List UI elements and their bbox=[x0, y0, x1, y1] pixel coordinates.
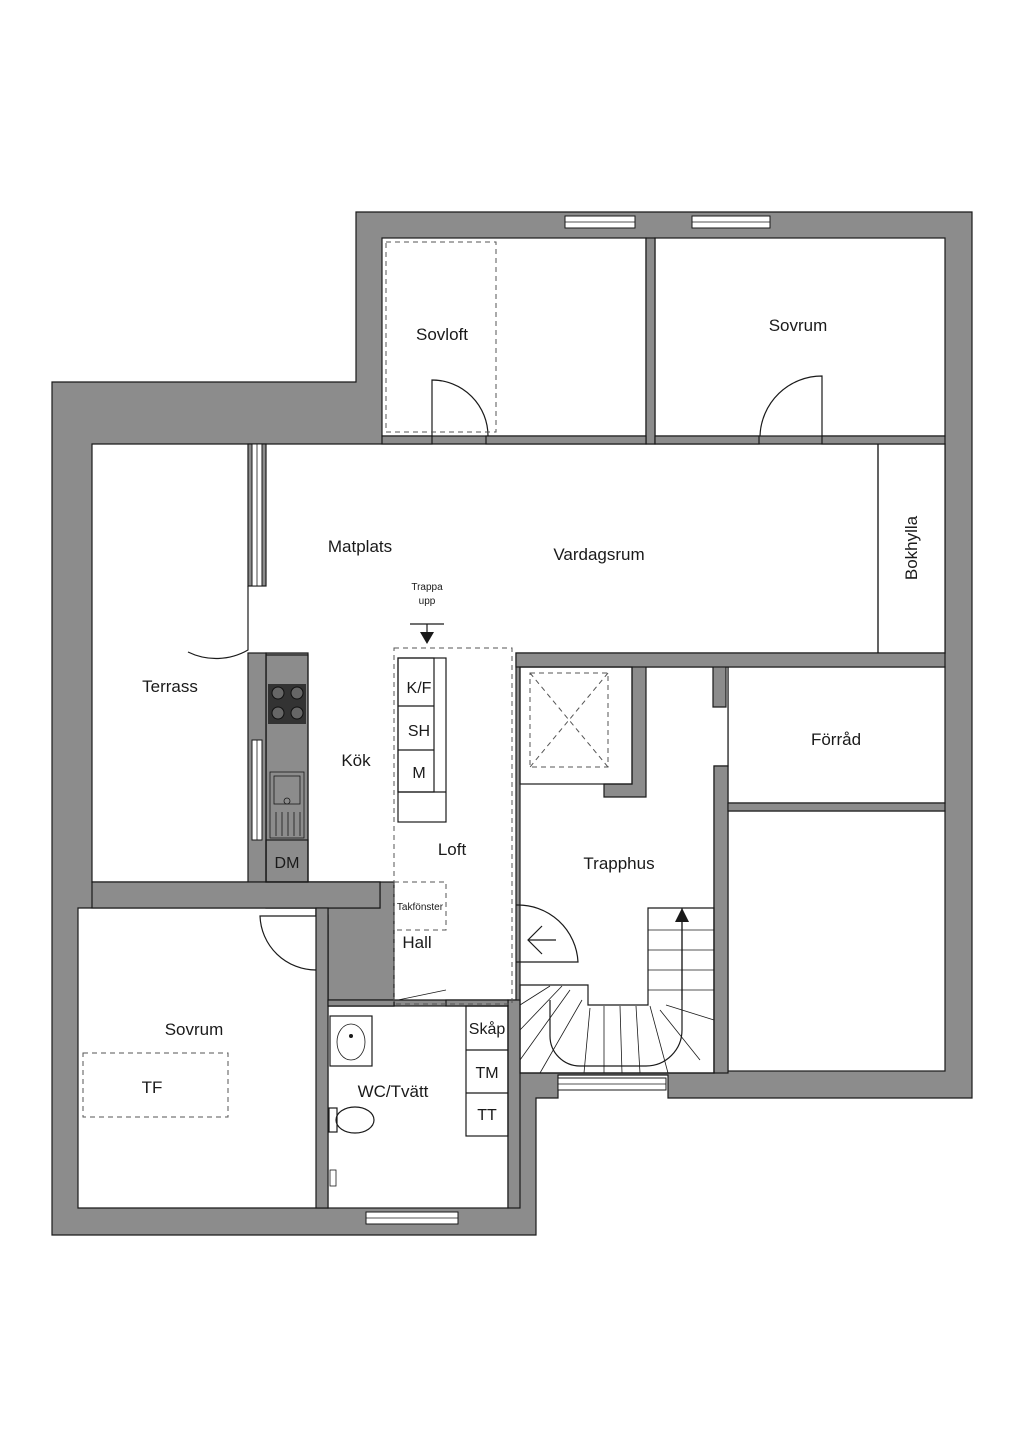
annotation-labels: Trappa upp Takfönster bbox=[397, 582, 444, 913]
kitchen-counter bbox=[265, 654, 309, 883]
label-kf: K/F bbox=[407, 680, 432, 697]
label-skap: Skåp bbox=[469, 1020, 506, 1038]
label-sovrum-top: Sovrum bbox=[769, 316, 828, 335]
label-sovrum-bottom: Sovrum bbox=[165, 1020, 224, 1039]
label-wc-tvatt: WC/Tvätt bbox=[358, 1082, 429, 1101]
interior-walls bbox=[91, 237, 946, 1209]
label-forrad: Förråd bbox=[811, 730, 861, 749]
label-matplats: Matplats bbox=[328, 537, 392, 556]
label-hall: Hall bbox=[402, 933, 431, 952]
staircase bbox=[519, 907, 715, 1074]
label-tt: TT bbox=[477, 1107, 497, 1124]
label-trapphus: Trapphus bbox=[583, 854, 654, 873]
label-trappa: Trappa bbox=[411, 582, 443, 593]
label-vardagsrum: Vardagsrum bbox=[553, 545, 644, 564]
label-takfonster: Takfönster bbox=[397, 902, 444, 913]
wc-fixtures bbox=[328, 1015, 375, 1187]
windows bbox=[251, 215, 771, 1225]
label-tm: TM bbox=[475, 1065, 498, 1082]
label-terrass: Terrass bbox=[142, 677, 198, 696]
label-sovloft: Sovloft bbox=[416, 325, 468, 344]
label-tf: TF bbox=[142, 1078, 163, 1097]
wc-cabinets bbox=[465, 1005, 509, 1137]
island-cabinets bbox=[397, 657, 447, 823]
dashed-outlines bbox=[82, 241, 609, 1118]
label-loft: Loft bbox=[438, 840, 467, 859]
stair-up-arrow bbox=[410, 623, 444, 644]
doors bbox=[187, 375, 823, 1001]
label-m: M bbox=[412, 765, 425, 782]
skylight-frame bbox=[519, 666, 633, 785]
label-bokhylla: Bokhylla bbox=[902, 515, 921, 580]
label-upp: upp bbox=[419, 596, 436, 607]
fixture-labels: K/F SH M DM Skåp TM TT bbox=[275, 680, 506, 1124]
label-dm: DM bbox=[275, 855, 300, 872]
room-labels: Sovloft Sovrum Matplats Vardagsrum Bokhy… bbox=[142, 316, 921, 1101]
label-kok: Kök bbox=[341, 751, 371, 770]
label-sh: SH bbox=[408, 723, 430, 740]
